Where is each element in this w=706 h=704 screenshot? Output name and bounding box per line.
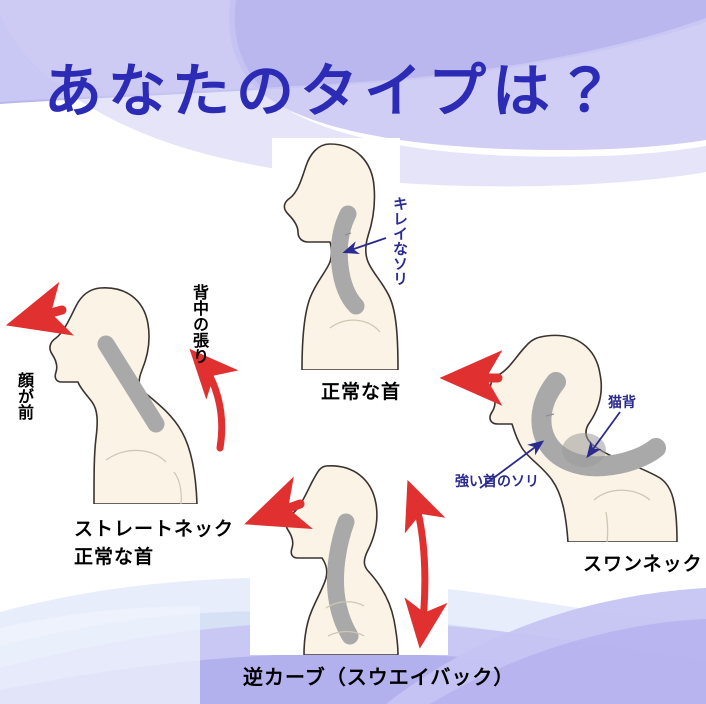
label-kirei-na-sori: キレイなソリ [391, 196, 409, 286]
arm-line-swan [605, 511, 609, 542]
figure-straight-neck [48, 282, 198, 504]
hip-line-reverse [327, 630, 365, 637]
caption-straight-neck-line2: 正常な首 [74, 546, 155, 568]
wave-left-pale [0, 606, 200, 704]
wave-top-blob [0, 0, 706, 187]
spine-curve-reverse [327, 513, 359, 645]
chest-line-straight [105, 449, 167, 463]
spine-curve-straight [97, 335, 165, 433]
arm-line-straight [173, 471, 182, 504]
label-kao-ga-mae: 顔が前 [15, 372, 34, 420]
caption-straight-neck-line1: ストレートネック [74, 518, 235, 540]
figure-reverse-curve [250, 460, 448, 655]
chest-line-swan [593, 489, 651, 501]
label-senaka-no-hari: 背中の張り [190, 284, 209, 364]
page-title: あなたのタイプは？ [44, 57, 621, 125]
spine-curve-normal [330, 205, 365, 315]
chest-line-normal [329, 319, 381, 333]
caption-swan-neck: スワンネック [583, 553, 703, 575]
chest-line-reverse [325, 601, 365, 609]
spine-detail-line-swan [545, 413, 555, 417]
label-tsuyoi-kubi-no-sori: 強い首のソリ [455, 474, 539, 490]
caption-reverse-curve: 逆カーブ（スウエイバック） [243, 665, 515, 689]
wave-right-purple-deep [430, 619, 706, 704]
spine-shadow-swan [562, 433, 606, 467]
figure-swan-neck [484, 330, 678, 542]
caption-normal-neck: 正常な首 [321, 381, 402, 403]
spine-detail-line [344, 232, 352, 236]
label-nekoze: 猫背 [608, 395, 636, 411]
body-outline-straight [49, 287, 198, 504]
figure-normal-neck [272, 138, 400, 370]
